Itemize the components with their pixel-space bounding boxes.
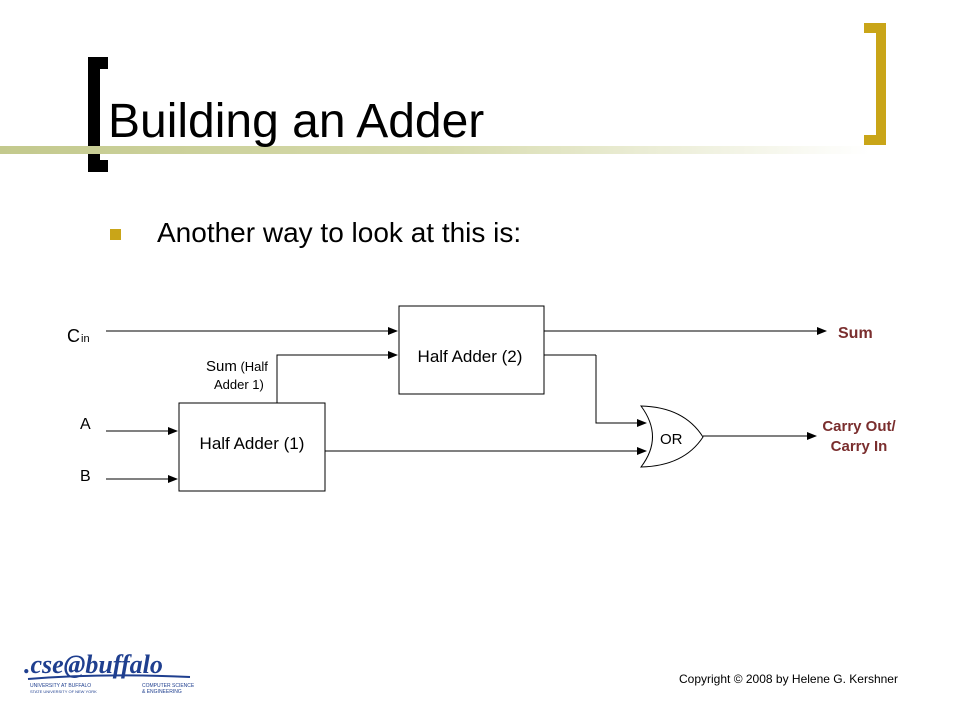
sum-output-label: Sum <box>838 325 873 342</box>
bullet-text: Another way to look at this is: <box>157 217 522 248</box>
logo-right-line2: & ENGINEERING <box>142 689 182 695</box>
logo-left-line2: STATE UNIVERSITY OF NEW YORK <box>30 689 97 694</box>
carry-output-label-line2: Carry In <box>831 438 888 455</box>
input-b-label: B <box>80 468 91 485</box>
ha2-carry-wire <box>595 355 647 427</box>
half-adder-2-box <box>398 305 545 395</box>
cse-buffalo-logo: .cse@buffalo UNIVERSITY AT BUFFALO STATE… <box>24 650 195 695</box>
cin-label: Cin <box>67 326 90 346</box>
half-sum-label-line2: Adder 1) <box>214 377 264 392</box>
title-bracket-left <box>88 57 108 172</box>
half-sum-label-line1: Sum (Half <box>206 358 268 375</box>
or-gate-label: OR <box>660 431 683 448</box>
copyright-footer: Copyright © 2008 by Helene G. Kershner <box>679 672 898 686</box>
title-underline-bar <box>0 146 870 154</box>
logo-left-line1: UNIVERSITY AT BUFFALO <box>30 683 91 689</box>
half-adder-1-label: Half Adder (1) <box>200 434 305 453</box>
half-adder-2-label: Half Adder (2) <box>418 347 523 366</box>
or-gate-shape <box>639 405 704 468</box>
adder-diagram: Half Adder (2) Half Adder (1) Cin Sum (H… <box>67 305 897 492</box>
logo-right-line1: COMPUTER SCIENCE <box>142 683 195 689</box>
half-adder-1-box <box>178 402 326 492</box>
title-bracket-right <box>864 23 886 145</box>
input-a-label: A <box>80 416 91 433</box>
logo-swoosh <box>27 674 191 680</box>
carry-output-label-line1: Carry Out/ <box>822 418 896 435</box>
logo-main-text: .cse@buffalo <box>24 650 163 679</box>
slide-title: Building an Adder <box>108 95 485 148</box>
bullet-square-icon <box>110 229 121 240</box>
half-sum-wire <box>276 351 398 403</box>
